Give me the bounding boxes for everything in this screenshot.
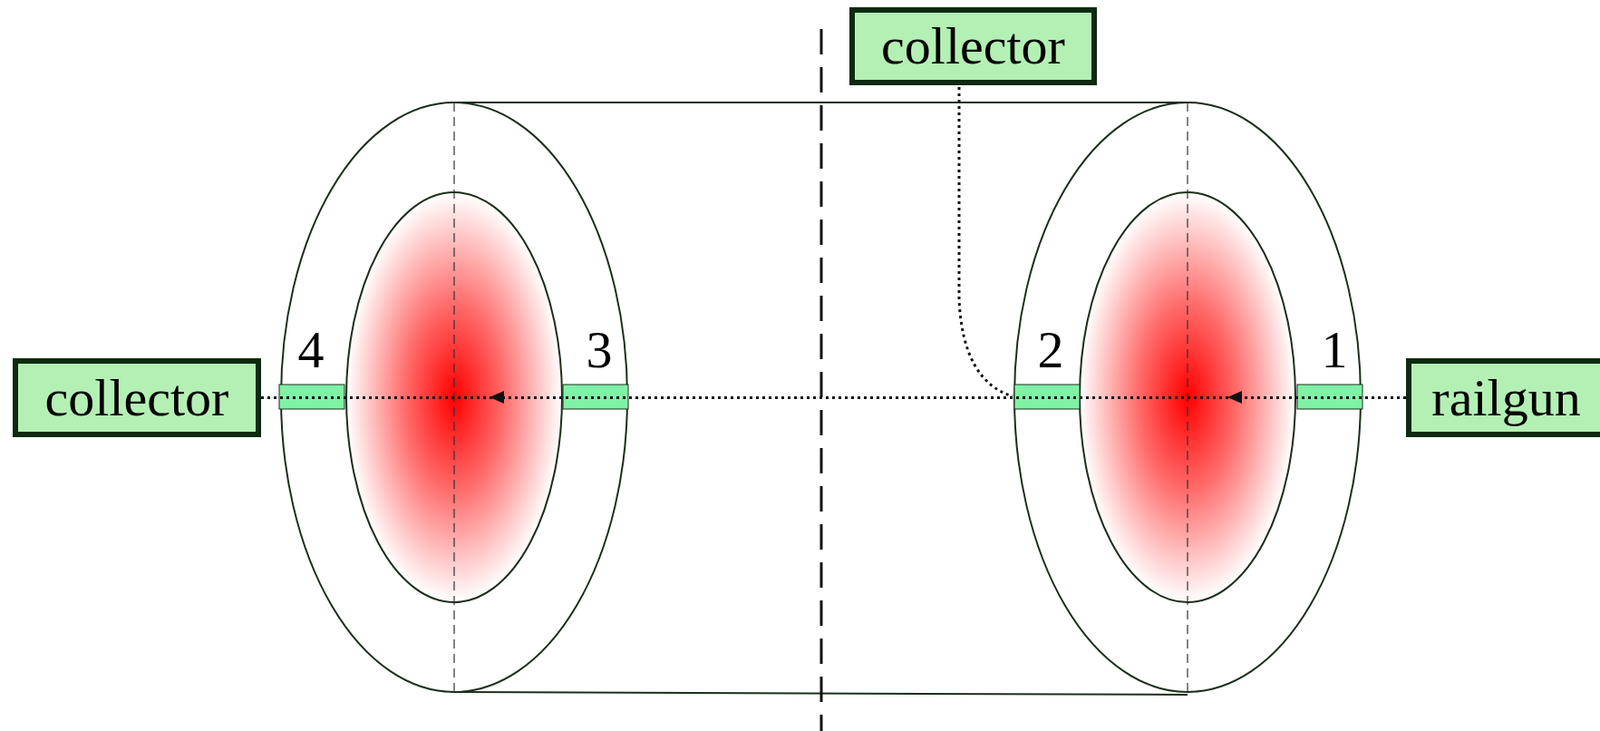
leader-line (959, 87, 1013, 397)
box-label: collector (881, 19, 1066, 73)
port-number: 3 (586, 323, 613, 377)
box-label: collector (45, 371, 230, 425)
port-number: 1 (1321, 323, 1348, 377)
device-box: railgun (1406, 358, 1600, 437)
cylinder-edge (454, 101, 1188, 104)
device-box: collector (849, 7, 1097, 86)
box-label: railgun (1431, 371, 1581, 425)
port-number: 2 (1037, 323, 1065, 377)
beam-path (261, 396, 1407, 399)
center-line (820, 29, 824, 731)
device-box: collector (12, 358, 262, 437)
port-number: 4 (298, 323, 325, 377)
